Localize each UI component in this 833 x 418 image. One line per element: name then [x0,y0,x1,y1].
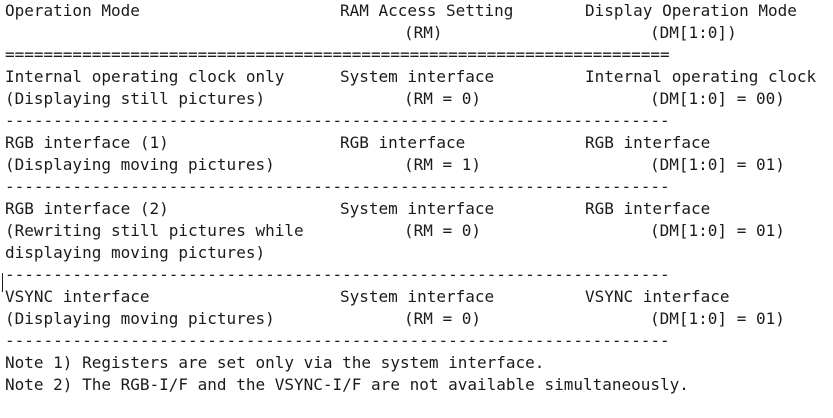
header-dm: (DM[1:0]) [650,23,737,42]
table-row: VSYNC interface System interface VSYNC i… [5,286,833,308]
display-mode: VSYNC interface [585,287,730,306]
ram-setting: RGB interface [340,133,466,152]
mode-description: (Displaying moving pictures) [5,309,275,328]
mode-description-continued: displaying moving pictures) [5,243,266,262]
mode-description: (Rewriting still pictures while [5,221,304,240]
text-cursor [2,273,3,292]
ram-setting: System interface [340,67,495,86]
display-mode: RGB interface [585,199,711,218]
table-header-subrow: (RM) (DM[1:0]) [5,22,833,44]
table-row-continued: displaying moving pictures) [5,242,833,264]
display-value: (DM[1:0] = 01) [650,309,785,328]
single-rule: ----------------------------------------… [5,265,670,284]
table-row-continued: (Displaying moving pictures) (RM = 0) (D… [5,308,833,330]
single-rule: ----------------------------------------… [5,177,670,196]
mode-description: (Displaying still pictures) [5,89,266,108]
ram-value: (RM = 0) [404,89,482,108]
table-row: Internal operating clock only System int… [5,66,833,88]
ram-value: (RM = 0) [404,221,482,240]
header-display-operation-mode: Display Operation Mode [585,1,797,20]
double-rule: ========================================… [5,45,670,64]
ram-value: (RM = 1) [404,155,482,174]
mode-label: VSYNC interface [5,287,150,306]
mode-label: Internal operating clock only [5,67,285,86]
ram-value: (RM = 0) [404,309,482,328]
header-ram-access-setting: RAM Access Setting [340,1,514,20]
table-row-continued: (Displaying still pictures) (RM = 0) (DM… [5,88,833,110]
note-2: Note 2) The RGB-I/F and the VSYNC-I/F ar… [5,375,689,394]
mode-label: RGB interface (2) [5,199,169,218]
table-header-row: Operation Mode RAM Access Setting Displa… [5,0,833,22]
operation-mode-table: Operation Mode RAM Access Setting Displa… [2,0,833,396]
header-rm: (RM) [404,23,443,42]
display-mode: Internal operating clock [585,67,817,86]
ram-setting: System interface [340,287,495,306]
table-row: RGB interface (2) System interface RGB i… [5,198,833,220]
single-rule: ----------------------------------------… [5,111,670,130]
table-row-continued: (Displaying moving pictures) (RM = 1) (D… [5,154,833,176]
display-value: (DM[1:0] = 01) [650,221,785,240]
display-value: (DM[1:0] = 01) [650,155,785,174]
table-row-continued: (Rewriting still pictures while (RM = 0)… [5,220,833,242]
mode-label: RGB interface (1) [5,133,169,152]
display-mode: RGB interface [585,133,711,152]
note-1: Note 1) Registers are set only via the s… [5,353,545,372]
mode-description: (Displaying moving pictures) [5,155,275,174]
ram-setting: System interface [340,199,495,218]
display-value: (DM[1:0] = 00) [650,89,785,108]
single-rule: ----------------------------------------… [5,331,670,350]
header-operation-mode: Operation Mode [5,1,140,20]
table-row: RGB interface (1) RGB interface RGB inte… [5,132,833,154]
